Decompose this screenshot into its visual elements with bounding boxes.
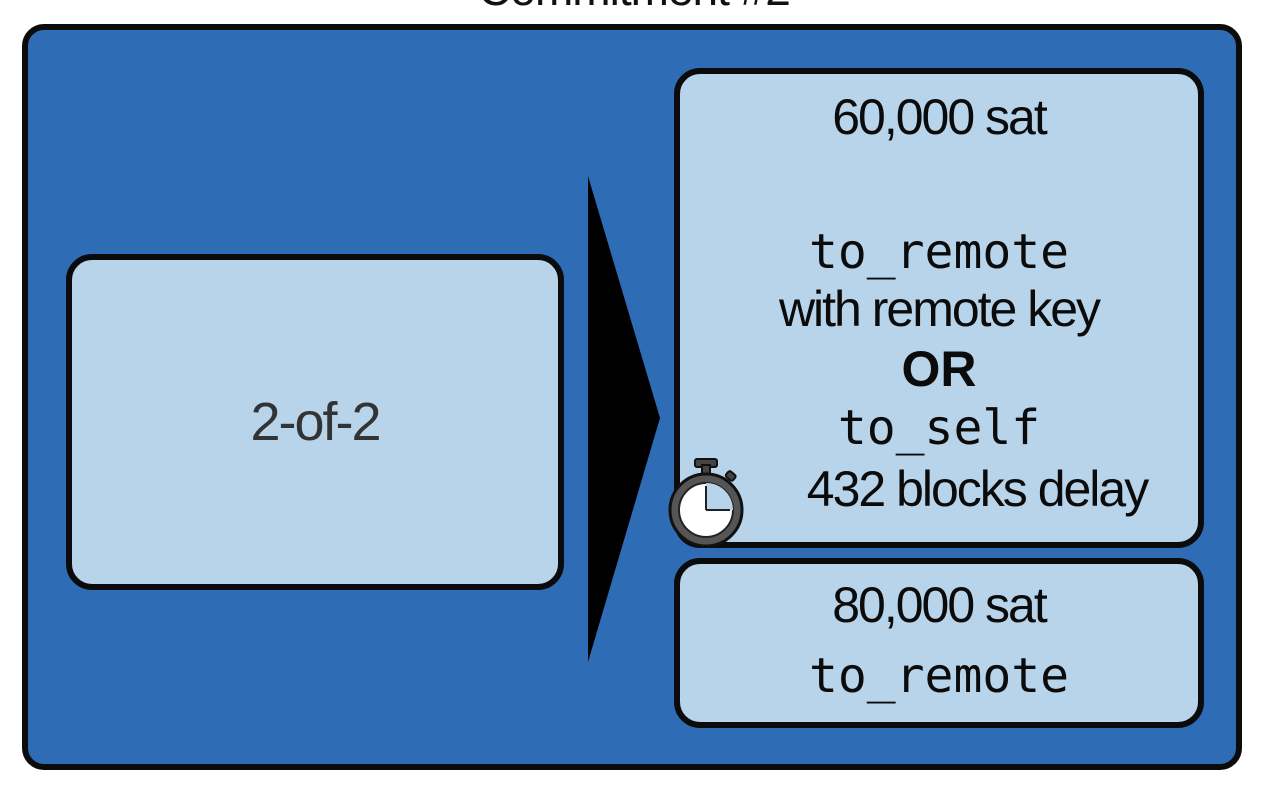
diagram-title: Commitment #2 bbox=[0, 0, 1268, 16]
output-box-1: 60,000 sat to_remote with remote key OR … bbox=[674, 68, 1204, 548]
input-label: 2-of-2 bbox=[250, 392, 381, 452]
output-2-amount: 80,000 sat bbox=[832, 577, 1048, 633]
output-1-to-remote: to_remote bbox=[808, 224, 1070, 280]
stopwatch-icon bbox=[668, 458, 744, 548]
output-1-to-self: to_self bbox=[837, 400, 1041, 456]
output-1-remote-key: with remote key bbox=[778, 281, 1101, 337]
output-1-amount: 60,000 sat bbox=[832, 89, 1048, 145]
output-1-or: OR bbox=[901, 341, 977, 397]
output-1-delay: 432 blocks delay bbox=[806, 461, 1149, 517]
output-box-2: 80,000 sat to_remote bbox=[674, 558, 1204, 728]
arrow-icon bbox=[588, 176, 660, 662]
input-box: 2-of-2 bbox=[66, 254, 564, 590]
output-2-to-remote: to_remote bbox=[808, 648, 1070, 704]
